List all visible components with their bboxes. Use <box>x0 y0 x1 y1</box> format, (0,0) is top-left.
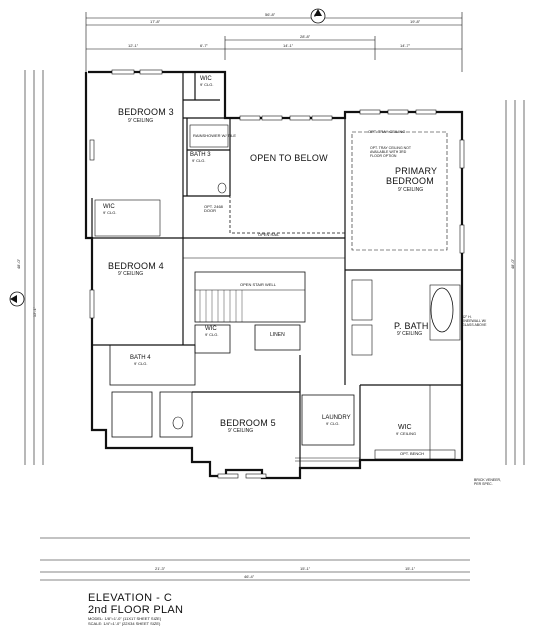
room-ceiling-bedroom4: 9' CEILING <box>118 271 144 277</box>
room-ceiling-wic-top: 9' CLG. <box>200 82 214 87</box>
opt-door-label: OPT. 2468 DOOR <box>204 204 223 213</box>
scale-note-2: SCALE: 1/4"=1'-0" (22X34 SHEET SIZE) <box>88 621 161 626</box>
dim-left-a: 48'-0" <box>16 258 22 270</box>
room-label-bath3: BATH 3 <box>190 152 211 158</box>
dim-bottom-overall: 46'-4" <box>244 574 255 579</box>
room-label-primary-2: BEDROOM <box>386 176 434 186</box>
room-label-bath4: BATH 4 <box>130 355 151 361</box>
room-ceiling-pbath: 9' CEILING <box>397 331 423 337</box>
rain-shower-label: RAINSHOWER W/ TILE <box>193 133 237 138</box>
dim-left-b: 12'-1" <box>32 306 38 318</box>
open-stair-label: OPEN STAIR WELL <box>240 282 276 287</box>
north-marker-label: 2 <box>314 13 317 18</box>
room-label-wic-top: WIC <box>200 76 212 82</box>
dim-bottom-b: 15'-1" <box>300 566 311 571</box>
dim-top-mid: 28'-8" <box>300 34 311 39</box>
plan-title: ELEVATION - C <box>88 592 173 604</box>
dim-right-a: 48'-0" <box>510 258 516 270</box>
dim-top-row2-a: 12'-1" <box>128 43 139 48</box>
room-ceiling-laundry: 9' CLG. <box>326 421 340 426</box>
room-ceiling-bath3: 9' CLG. <box>192 158 206 163</box>
room-label-primary-1: PRIMARY <box>395 166 438 176</box>
dim-bottom-a: 21'-3" <box>155 566 166 571</box>
dim-top-row2-b: 6'-7" <box>200 43 208 48</box>
brick-note: BRICK VENEER, PER SPEC. <box>474 478 502 486</box>
room-ceiling-wic-left: 9' CLG. <box>103 210 117 215</box>
room-label-bedroom3: BEDROOM 3 <box>118 107 174 117</box>
room-label-wic-right: WIC <box>398 424 412 431</box>
room-label-pbath: P. BATH <box>394 321 429 331</box>
room-label-bedroom5: BEDROOM 5 <box>220 418 276 428</box>
room-ceiling-wic-mid: 9' CLG. <box>205 332 219 337</box>
dim-top-row2-c: 14'-1" <box>283 43 294 48</box>
room-label-open-below: OPEN TO BELOW <box>250 153 328 163</box>
dim-bottom-c: 15'-1" <box>405 566 416 571</box>
opt-bench-label: OPT. BENCH <box>400 451 425 456</box>
room-label-bedroom4: BEDROOM 4 <box>108 261 164 271</box>
room-ceiling-bath4: 9' CLG. <box>134 361 148 366</box>
plan-subtitle: 2nd FLOOR PLAN <box>88 604 184 616</box>
dim-top-overall: 56'-8" <box>265 12 276 17</box>
room-label-wic-mid: WIC <box>205 326 217 332</box>
room-label-linen: LINEN <box>270 332 285 338</box>
room-label-wic-left: WIC <box>103 204 115 210</box>
open-rail-label: OPEN RAIL <box>258 232 280 237</box>
opt-tray-note: OPT. TRAY CEILING NOT AVAILABLE WITH 3RD… <box>370 146 411 158</box>
room-ceiling-bedroom5: 9' CEILING <box>228 428 254 434</box>
dim-top-left: 17'-8" <box>150 19 161 24</box>
glass-note: 42" H. KNEEWALL W/ GLASS ABOVE <box>462 315 487 327</box>
room-ceiling-wic-right: 9' CEILING <box>396 431 417 436</box>
room-ceiling-bedroom3: 9' CEILING <box>128 118 154 124</box>
scale-note-1: MODEL: 1/8"=1'-0" (11X17 SHEET SIZE) <box>88 616 162 621</box>
dim-top-right: 19'-8" <box>410 19 421 24</box>
room-label-laundry: LAUNDRY <box>322 415 351 421</box>
dim-top-row2-d: 14'-7" <box>400 43 411 48</box>
room-ceiling-primary: 9' CEILING <box>398 187 424 193</box>
opt-tray-label: OPT. TRAY CEILING <box>368 129 406 134</box>
